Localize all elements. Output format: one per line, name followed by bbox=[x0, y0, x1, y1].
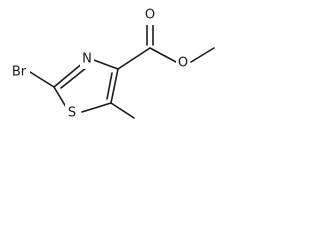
bond-carbonyl-ester-o bbox=[149, 47, 177, 63]
bond-c2-br bbox=[29, 71, 55, 88]
carbonyl-oxygen-label: O bbox=[145, 8, 155, 23]
bond-c5-s1 bbox=[81, 102, 112, 113]
bond-s1-c2 bbox=[53, 86, 67, 108]
bond-n3-c4 bbox=[90, 58, 119, 70]
bond-c2-n3 bbox=[53, 61, 85, 88]
bond-c5-methyl bbox=[110, 102, 135, 119]
bond-c4-carbonyl bbox=[117, 47, 151, 70]
sulfur-label: S bbox=[68, 106, 76, 121]
ester-oxygen-label: O bbox=[178, 56, 188, 71]
bond-c4-c5-inner bbox=[106, 72, 113, 100]
atom-labels: Br N S O O bbox=[6, 7, 190, 122]
bond-ester-o-methyl bbox=[190, 47, 215, 63]
bonds bbox=[29, 21, 215, 119]
bond-c4-c5 bbox=[110, 68, 119, 104]
molecule-structure: Br N S O O bbox=[6, 7, 215, 122]
nitrogen-label: N bbox=[82, 52, 92, 67]
bromine-label: Br bbox=[12, 65, 27, 80]
bond-c2-n3-inner bbox=[60, 67, 87, 89]
